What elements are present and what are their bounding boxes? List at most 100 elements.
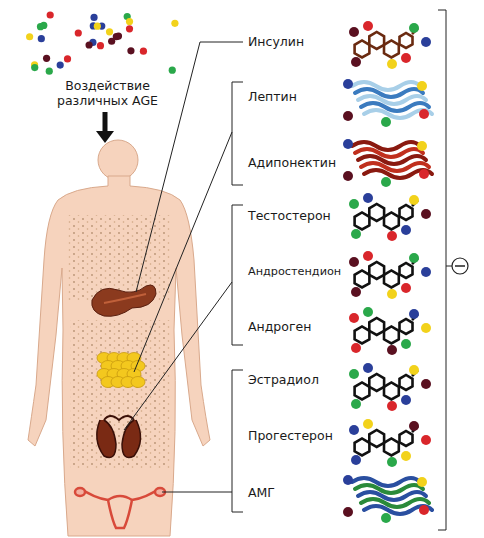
age-dot bbox=[401, 395, 411, 405]
age-dot bbox=[343, 507, 353, 517]
age-dot bbox=[351, 399, 361, 409]
hormone-label: Лептин bbox=[246, 89, 299, 104]
age-dot bbox=[31, 64, 38, 71]
age-dot bbox=[381, 513, 391, 523]
steroid-molecule bbox=[349, 251, 431, 299]
age-dot bbox=[363, 307, 373, 317]
shape bbox=[384, 271, 399, 288]
age-dot bbox=[409, 309, 419, 319]
age-dot bbox=[349, 369, 359, 379]
age-dot bbox=[94, 23, 101, 30]
age-dot bbox=[363, 21, 373, 31]
shape bbox=[400, 205, 413, 220]
shape bbox=[384, 327, 399, 344]
molecules bbox=[343, 21, 432, 523]
age-dot bbox=[343, 475, 353, 485]
age-caption: Воздействие различных AGE bbox=[48, 78, 167, 108]
age-dot bbox=[349, 257, 359, 267]
age-dot bbox=[38, 35, 45, 42]
shape bbox=[400, 375, 413, 390]
steroid-molecule bbox=[349, 363, 431, 411]
age-dot bbox=[401, 339, 411, 349]
shape bbox=[369, 262, 384, 279]
age-dot bbox=[417, 141, 427, 151]
shape bbox=[384, 213, 399, 230]
age-dot bbox=[40, 22, 47, 29]
age-dot bbox=[421, 267, 431, 277]
age-dot bbox=[57, 61, 64, 68]
hormone-label: Андроген bbox=[246, 319, 313, 334]
shape bbox=[364, 110, 432, 118]
age-dot bbox=[419, 169, 429, 179]
age-dot bbox=[387, 457, 397, 467]
age-dot bbox=[349, 425, 359, 435]
shape bbox=[364, 170, 432, 178]
age-dot bbox=[421, 435, 431, 445]
age-dot bbox=[421, 323, 431, 333]
age-dot bbox=[421, 379, 431, 389]
age-dot bbox=[106, 28, 113, 35]
shape bbox=[355, 213, 370, 230]
shape bbox=[364, 506, 432, 514]
age-dot bbox=[343, 139, 353, 149]
shape bbox=[369, 374, 384, 391]
testes bbox=[97, 416, 141, 458]
age-dot bbox=[47, 11, 54, 18]
age-dot bbox=[46, 68, 53, 75]
shape bbox=[369, 32, 384, 49]
shape bbox=[400, 431, 413, 446]
age-dot bbox=[169, 67, 176, 74]
age-dot bbox=[363, 419, 373, 429]
age-dot bbox=[387, 231, 397, 241]
steroid-molecule bbox=[349, 419, 431, 467]
age-dot bbox=[351, 455, 361, 465]
hormone-label: Тестостерон bbox=[246, 208, 333, 223]
shape bbox=[369, 204, 384, 221]
protein-molecule bbox=[343, 475, 432, 523]
age-dot bbox=[381, 117, 391, 127]
age-dot bbox=[417, 477, 427, 487]
shape bbox=[384, 439, 399, 456]
age-dot bbox=[140, 48, 147, 55]
age-dot bbox=[64, 55, 71, 62]
age-dot bbox=[387, 289, 397, 299]
shape bbox=[384, 383, 399, 400]
age-dot bbox=[349, 199, 359, 209]
hormone-label: АМГ bbox=[246, 485, 277, 500]
shape bbox=[355, 439, 370, 456]
shape bbox=[369, 318, 384, 335]
age-dot bbox=[349, 27, 359, 37]
hormone-label: Инсулин bbox=[246, 34, 306, 49]
age-dot bbox=[363, 363, 373, 373]
shape bbox=[369, 430, 384, 447]
age-dot bbox=[401, 283, 411, 293]
age-dot bbox=[417, 81, 427, 91]
age-dot bbox=[108, 38, 115, 45]
shape bbox=[355, 327, 370, 344]
age-dot bbox=[26, 33, 33, 40]
steroid-molecule bbox=[349, 193, 431, 241]
age-dot bbox=[97, 42, 104, 49]
shape bbox=[355, 271, 370, 288]
shape bbox=[355, 41, 370, 58]
age-dot bbox=[401, 225, 411, 235]
age-dot bbox=[351, 229, 361, 239]
protein-molecule bbox=[343, 139, 432, 187]
shape bbox=[400, 263, 413, 278]
age-dot bbox=[351, 343, 361, 353]
steroid-molecule bbox=[349, 307, 431, 355]
age-dot bbox=[115, 33, 122, 40]
age-dot bbox=[409, 421, 419, 431]
age-dot bbox=[343, 171, 353, 181]
age-dot bbox=[421, 37, 431, 47]
age-dot bbox=[387, 401, 397, 411]
age-dot bbox=[75, 29, 82, 36]
age-dot bbox=[387, 345, 397, 355]
age-dot bbox=[90, 14, 97, 21]
adipose-tissue bbox=[97, 353, 145, 388]
age-dot bbox=[351, 57, 361, 67]
age-dot bbox=[381, 177, 391, 187]
human-body bbox=[28, 140, 210, 536]
age-dot bbox=[409, 365, 419, 375]
